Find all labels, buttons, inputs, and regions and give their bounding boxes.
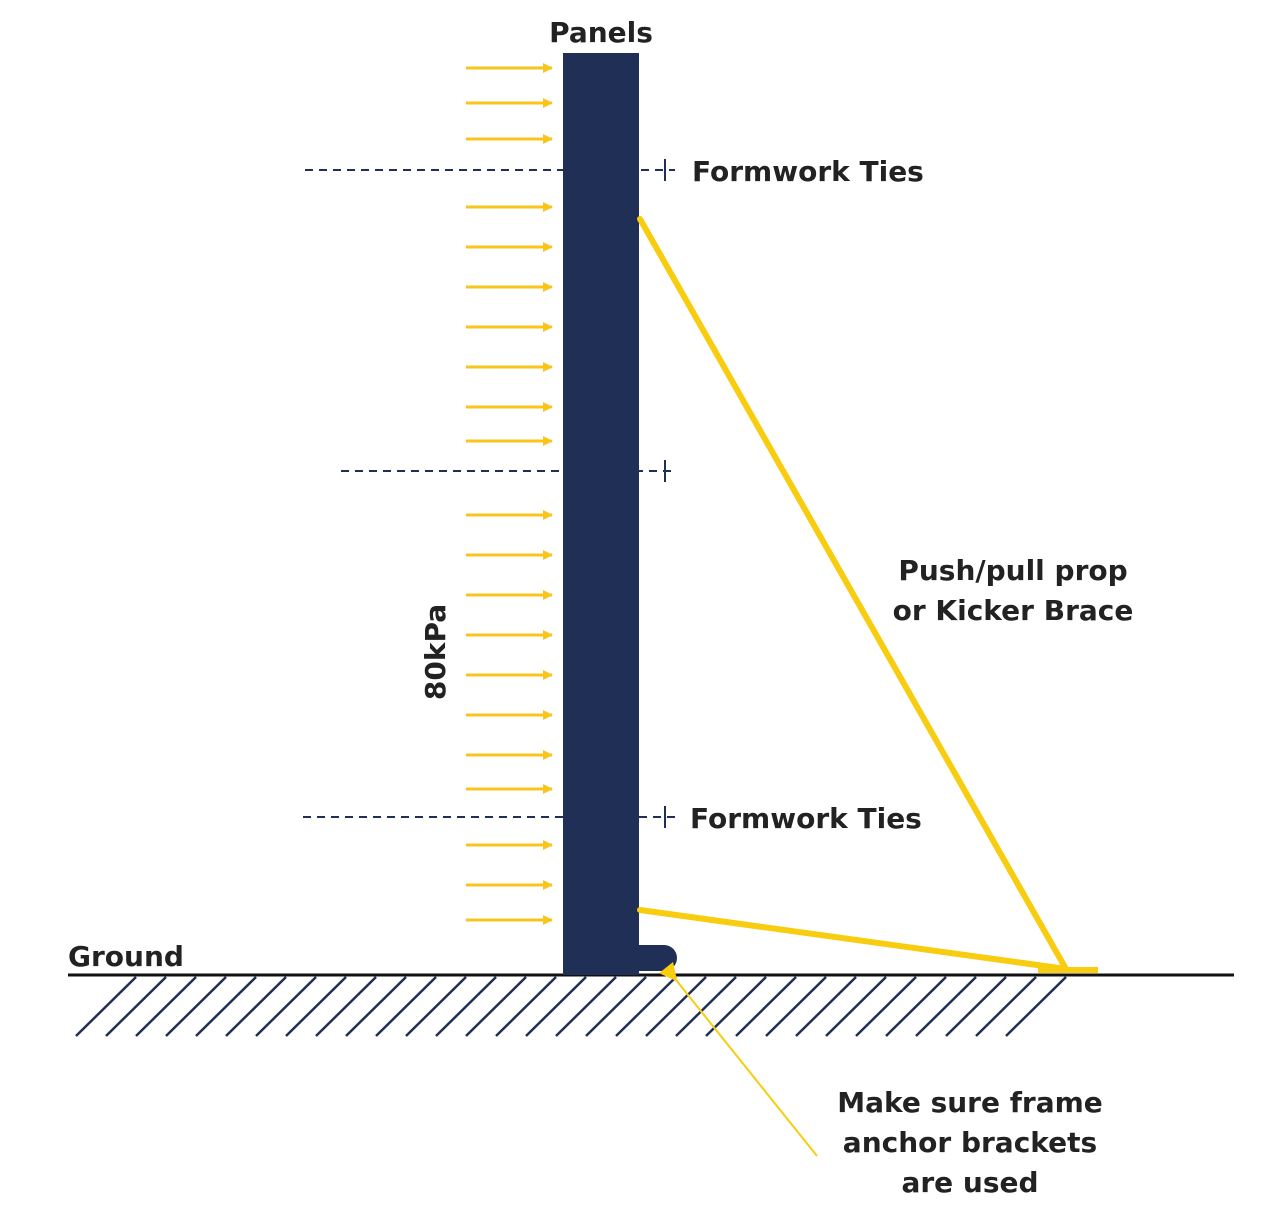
hatch-line	[255, 976, 317, 1037]
ground-label: Ground	[68, 940, 184, 973]
hatch-line	[495, 976, 557, 1037]
hatch-line	[525, 976, 587, 1037]
hatch-line	[105, 976, 167, 1037]
note-line3: are used	[901, 1166, 1038, 1199]
hatch-line	[555, 976, 617, 1037]
hatch-line	[435, 976, 497, 1037]
hatch-line	[795, 976, 857, 1037]
hatch-line	[195, 976, 257, 1037]
ground-hatching	[75, 976, 1067, 1037]
hatch-line	[225, 976, 287, 1037]
formwork-ties-label-bottom: Formwork Ties	[690, 802, 922, 835]
hatch-line	[375, 976, 437, 1037]
hatch-line	[645, 976, 707, 1037]
hatch-line	[915, 976, 977, 1037]
hatch-line	[735, 976, 797, 1037]
hatch-line	[615, 976, 677, 1037]
panels-label: Panels	[549, 16, 653, 49]
hatch-line	[1005, 976, 1067, 1037]
callout-arrow	[658, 961, 818, 1157]
push-pull-prop	[637, 216, 1098, 973]
note-line1: Make sure frame	[837, 1086, 1103, 1119]
hatch-line	[165, 976, 227, 1037]
note-line2: anchor brackets	[843, 1126, 1097, 1159]
hatch-line	[825, 976, 887, 1037]
hatch-line	[705, 976, 767, 1037]
hatch-line	[285, 976, 347, 1037]
hatch-line	[885, 976, 947, 1037]
hatch-line	[975, 976, 1037, 1037]
kicker-brace	[637, 907, 1069, 972]
formwork-panel	[563, 53, 639, 975]
anchor-bracket	[639, 945, 677, 971]
hatch-line	[765, 976, 827, 1037]
hatch-line	[75, 976, 137, 1037]
hatch-line	[315, 976, 377, 1037]
pressure-arrows	[466, 63, 553, 925]
hatch-line	[855, 976, 917, 1037]
hatch-line	[945, 976, 1007, 1037]
formwork-ties-label-top: Formwork Ties	[692, 155, 924, 188]
prop-label-line1: Push/pull prop	[898, 554, 1127, 587]
prop-label-line2: or Kicker Brace	[893, 594, 1134, 627]
hatch-line	[585, 976, 647, 1037]
hatch-line	[135, 976, 197, 1037]
hatch-line	[345, 976, 407, 1037]
hatch-line	[465, 976, 527, 1037]
hatch-line	[675, 976, 737, 1037]
pressure-label: 80kPa	[419, 604, 452, 700]
prop-long-brace	[637, 216, 1069, 972]
hatch-line	[405, 976, 467, 1037]
